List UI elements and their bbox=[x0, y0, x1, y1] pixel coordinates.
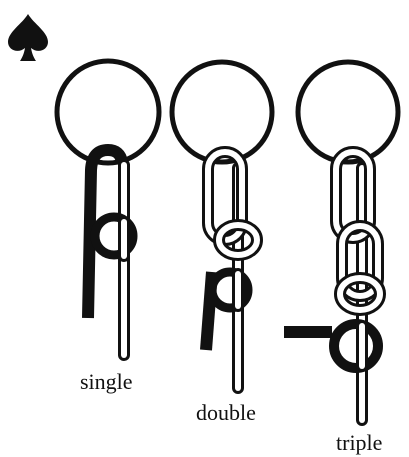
label-single: single bbox=[80, 369, 133, 394]
single-chain-diagram bbox=[57, 61, 159, 355]
label-triple: triple bbox=[336, 430, 382, 455]
spade-icon bbox=[8, 14, 48, 61]
double-chain-diagram bbox=[172, 62, 272, 388]
label-double: double bbox=[196, 400, 256, 425]
triple-chain-diagram bbox=[284, 62, 398, 420]
